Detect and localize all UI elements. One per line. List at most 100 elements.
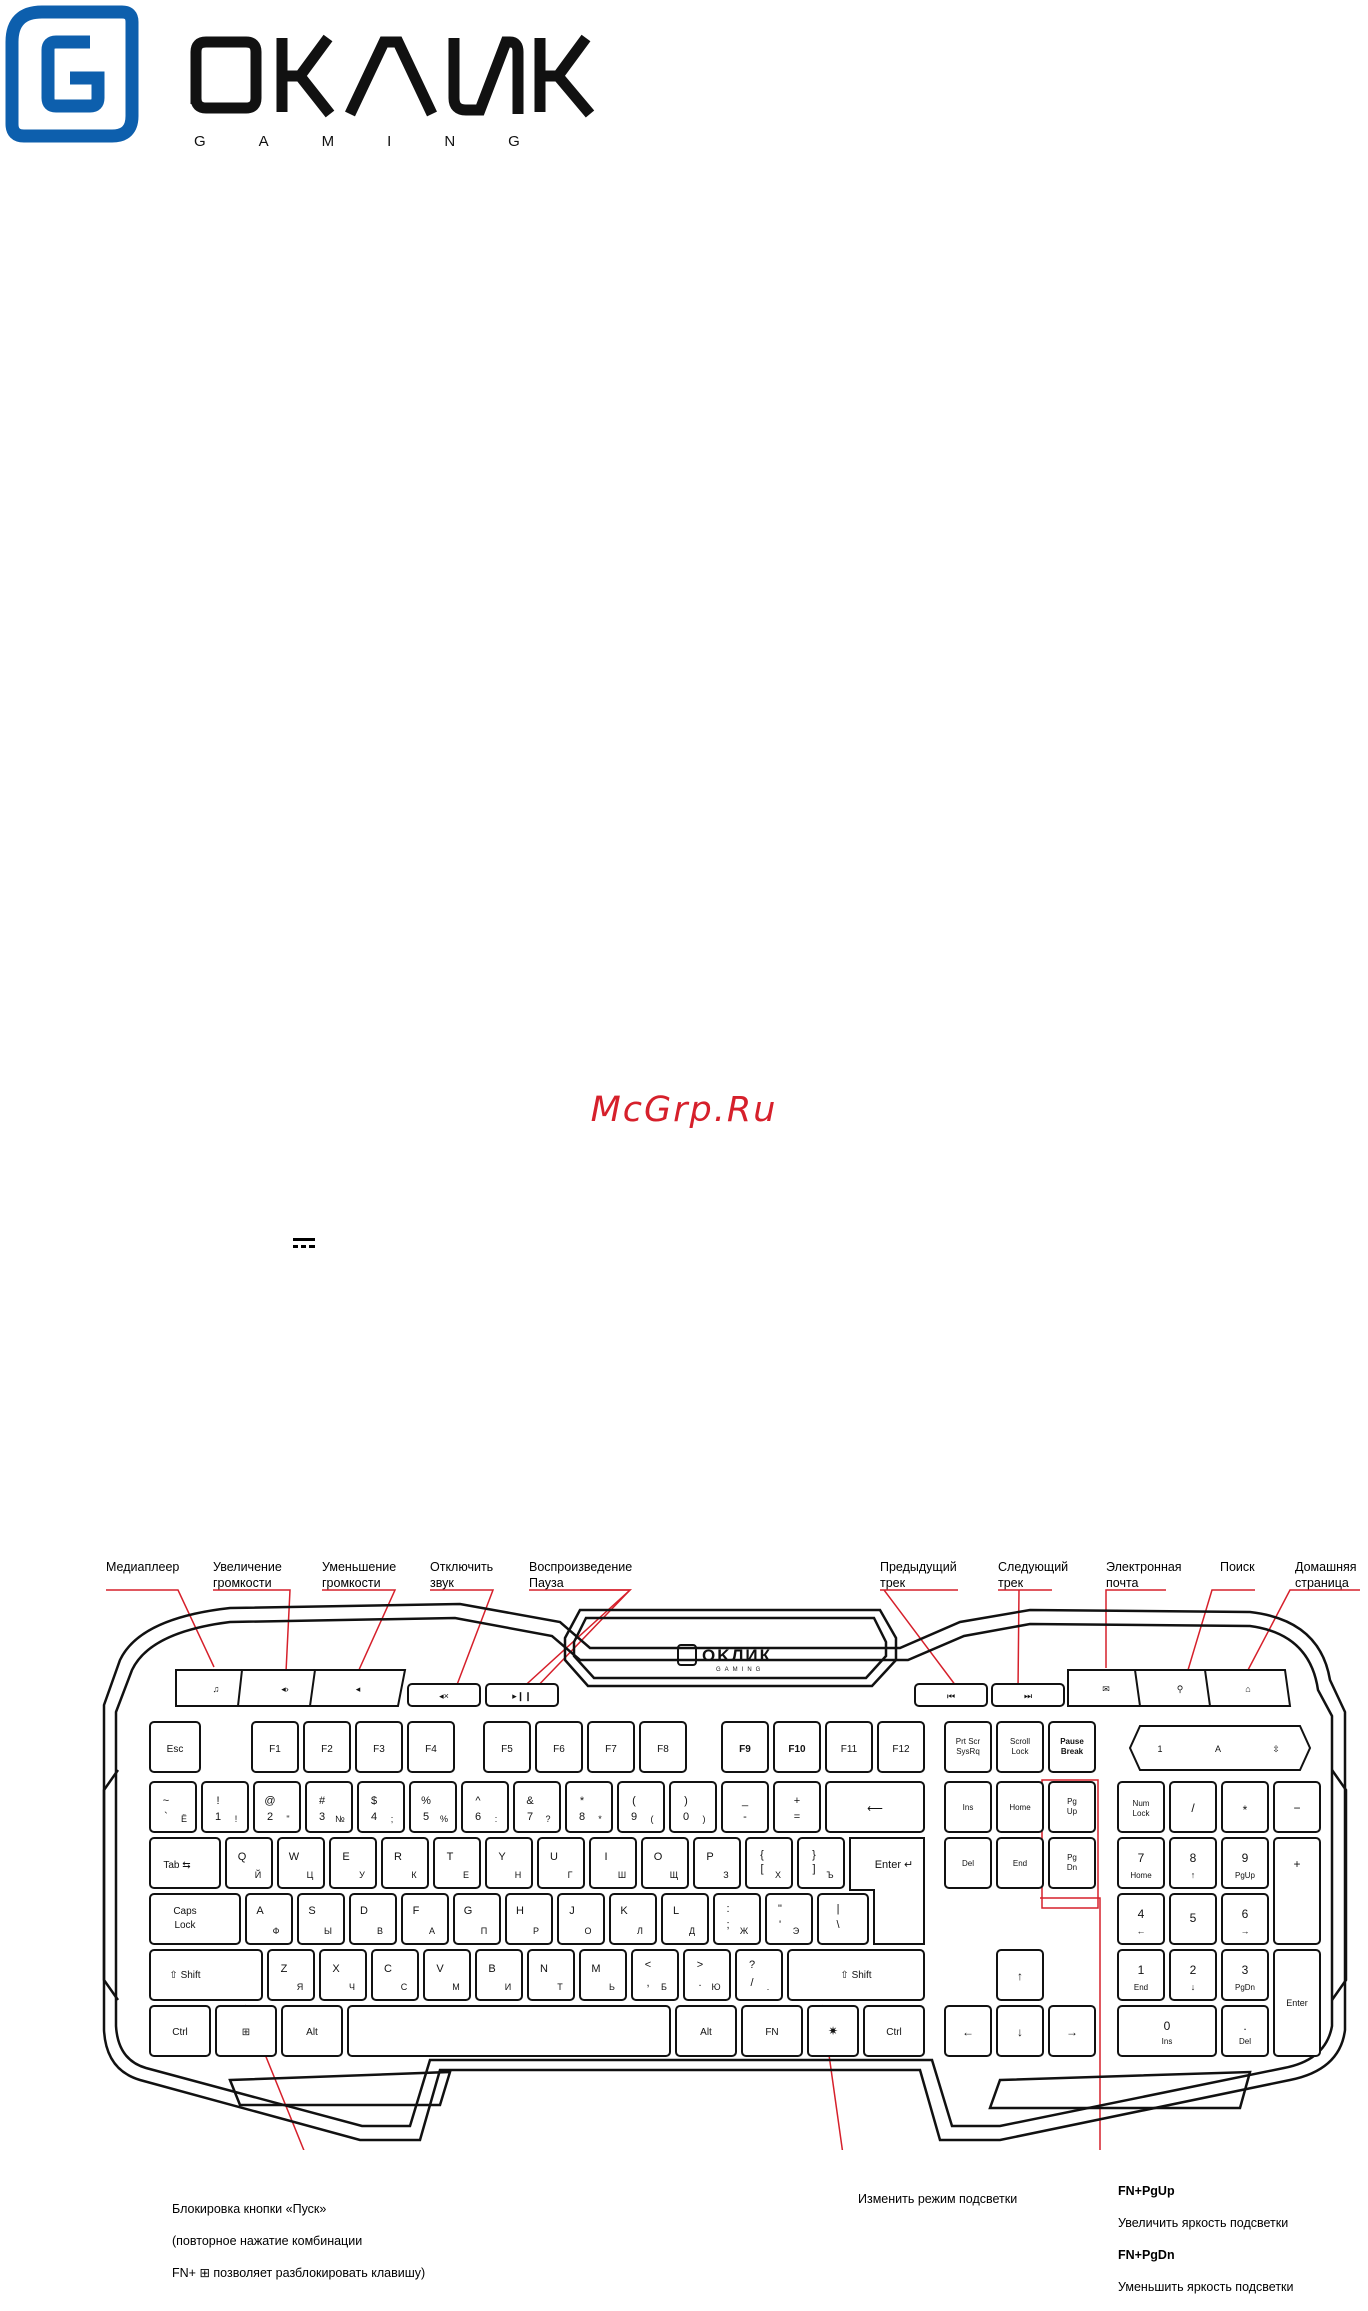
svg-text:⇧ Shift: ⇧ Shift xyxy=(840,1970,871,1981)
svg-text:1: 1 xyxy=(1157,1744,1162,1754)
svg-text:♫: ♫ xyxy=(213,1684,220,1694)
svg-text:6: 6 xyxy=(475,1811,481,1823)
svg-text:Esc: Esc xyxy=(167,1744,184,1755)
svg-text:.: . xyxy=(698,1977,701,1989)
svg-text:1: 1 xyxy=(215,1811,221,1823)
svg-text:R: R xyxy=(394,1851,402,1863)
svg-text:◂›: ◂› xyxy=(281,1684,289,1694)
svg-text:*: * xyxy=(598,1814,602,1824)
svg-text:←: ← xyxy=(962,2025,974,2039)
callout-prev-track: Предыдущий трек xyxy=(880,1560,957,1590)
svg-text:FN: FN xyxy=(765,2027,778,2038)
svg-text:⇳: ⇳ xyxy=(1272,1744,1280,1754)
svg-text:/: / xyxy=(1191,1801,1195,1815)
svg-text:Ю: Ю xyxy=(711,1982,720,1992)
svg-text:8: 8 xyxy=(1190,1851,1197,1865)
svg-text:\: \ xyxy=(836,1919,840,1931)
svg-text:Caps: Caps xyxy=(173,1906,196,1917)
svg-text:!: ! xyxy=(216,1795,219,1807)
svg-text:Г: Г xyxy=(568,1870,573,1880)
svg-text:4: 4 xyxy=(371,1811,377,1823)
callout-volume-up: Увеличение громкости xyxy=(213,1560,282,1590)
svg-text:Enter: Enter xyxy=(1286,1998,1308,2008)
svg-text:@: @ xyxy=(264,1795,275,1807)
svg-text:$: $ xyxy=(371,1795,377,1807)
svg-text:F8: F8 xyxy=(657,1744,669,1755)
svg-text:F4: F4 xyxy=(425,1744,437,1755)
svg-text:Ы: Ы xyxy=(324,1926,332,1936)
svg-text:С: С xyxy=(401,1982,408,1992)
svg-text:[: [ xyxy=(760,1863,763,1875)
nav-keys xyxy=(944,1781,1096,2057)
svg-text:⏭: ⏭ xyxy=(1024,1691,1032,1701)
svg-text:Э: Э xyxy=(793,1926,800,1936)
svg-text:F11: F11 xyxy=(841,1744,858,1755)
svg-text:О: О xyxy=(584,1926,591,1936)
svg-text:Я: Я xyxy=(297,1982,304,1992)
svg-text:Q: Q xyxy=(238,1851,247,1863)
svg-text:→: → xyxy=(1066,2025,1078,2039)
svg-text:Prt Scr: Prt Scr xyxy=(956,1737,981,1746)
svg-text:Л: Л xyxy=(637,1926,643,1936)
svg-text:М: М xyxy=(452,1982,460,1992)
callout-home-page: Домашняя страница xyxy=(1295,1560,1357,1590)
watermark: McGrp.Ru xyxy=(590,1090,778,1130)
win-lock-line1: Блокировка кнопки «Пуск» xyxy=(172,2202,327,2216)
callout-mute: Отключить звук xyxy=(430,1560,494,1590)
svg-text:Ins: Ins xyxy=(963,1803,974,1812)
svg-text:Home: Home xyxy=(1009,1803,1031,1812)
svg-text:Pg: Pg xyxy=(1067,1797,1077,1806)
svg-text:9: 9 xyxy=(1242,1851,1249,1865)
svg-text:): ) xyxy=(703,1814,706,1824)
svg-text:Х: Х xyxy=(775,1870,781,1880)
svg-text:(: ( xyxy=(651,1814,654,1824)
svg-text:F6: F6 xyxy=(553,1744,565,1755)
svg-text:Lock: Lock xyxy=(1133,1809,1151,1818)
svg-text:J: J xyxy=(569,1905,575,1917)
svg-text:>: > xyxy=(697,1959,703,1971)
svg-text:+: + xyxy=(1293,1857,1300,1871)
svg-text:⟵: ⟵ xyxy=(867,1803,883,1815)
fn-pgup-desc: Увеличить яркость подсветки xyxy=(1118,2216,1289,2230)
svg-text:2: 2 xyxy=(267,1811,273,1823)
keyboard-logo-sub: GAMING xyxy=(716,1667,764,1673)
svg-text:Del: Del xyxy=(962,1859,974,1868)
svg-text:3: 3 xyxy=(1242,1963,1249,1977)
svg-text:Alt: Alt xyxy=(700,2027,712,2038)
svg-text:<: < xyxy=(645,1959,651,1971)
callout-search: Поиск xyxy=(1220,1560,1255,1574)
svg-text:I: I xyxy=(604,1851,607,1863)
svg-text:3: 3 xyxy=(319,1811,325,1823)
svg-text:`: ` xyxy=(164,1811,168,1823)
callout-media-player: Медиаплеер xyxy=(106,1560,180,1574)
svg-text:↓: ↓ xyxy=(1191,1982,1196,1992)
svg-text:F7: F7 xyxy=(605,1744,617,1755)
svg-text:-: - xyxy=(743,1811,747,1823)
svg-text:−: − xyxy=(1293,1801,1300,1815)
svg-text:2: 2 xyxy=(1190,1963,1197,1977)
svg-text:F2: F2 xyxy=(321,1744,333,1755)
svg-text:Tab ⇆: Tab ⇆ xyxy=(163,1860,190,1871)
brand-subtitle: GAMING xyxy=(194,133,573,150)
svg-text:Ц: Ц xyxy=(307,1870,314,1880)
svg-text:L: L xyxy=(673,1905,679,1917)
svg-text:?: ? xyxy=(749,1959,755,1971)
svg-text:Ins: Ins xyxy=(1162,2037,1173,2046)
callout-volume-down: Уменьшение громкости xyxy=(322,1560,397,1590)
svg-text:_: _ xyxy=(741,1795,749,1807)
svg-text:⏮: ⏮ xyxy=(947,1691,955,1701)
callout-backlight-mode: Изменить режим подсветки xyxy=(858,2192,1018,2206)
fn-pgdn-desc: Уменьшить яркость подсветки xyxy=(1118,2280,1294,2294)
svg-text:Й: Й xyxy=(255,1869,261,1880)
svg-text:): ) xyxy=(684,1795,688,1807)
svg-text:Ш: Ш xyxy=(618,1870,626,1880)
function-row xyxy=(149,1721,1312,1773)
svg-text::: : xyxy=(726,1903,729,1915)
svg-text:V: V xyxy=(436,1963,444,1975)
svg-text:F5: F5 xyxy=(501,1744,513,1755)
keyboard-logo: OKЛИК GAMING xyxy=(677,1644,770,1673)
svg-text:O: O xyxy=(654,1851,663,1863)
svg-text:Y: Y xyxy=(498,1851,506,1863)
